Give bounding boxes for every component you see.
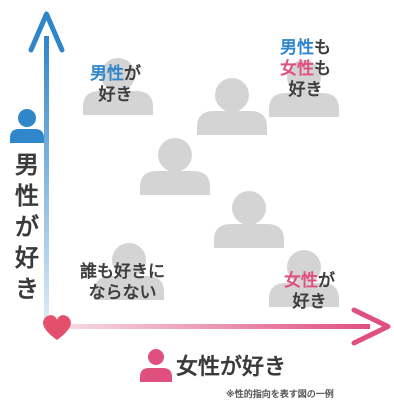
y-axis-label: 男性が好き [12,150,42,305]
label-likes-women-particle: が [318,271,335,291]
label-likes-both-men: 男性 [280,38,314,58]
label-likes-nobody-line1: 誰も好きに [80,262,165,282]
label-likes-men-like: 好き [98,85,133,105]
label-likes-men-gender: 男性 [90,64,124,84]
label-likes-both-mo2: も [314,59,331,79]
label-likes-women: 女性が 好き [284,271,335,313]
x-axis-arrow [351,307,391,346]
label-likes-both-women: 女性 [280,59,314,79]
x-axis-label: 女性が好き [176,355,287,380]
label-likes-both-mo1: も [314,38,331,58]
label-likes-men: 男性が 好き [90,64,141,106]
person-icon-middle [140,138,210,195]
label-likes-nobody: 誰も好きに ならない [80,262,165,304]
y-axis-label-char: き [15,275,39,303]
x-axis-line [62,324,370,329]
label-likes-both: 男性も 女性も 好き [280,38,331,101]
heart-icon [43,315,71,340]
y-axis-line [44,36,49,319]
person-icon-lower-middle [214,191,284,248]
male-person-icon [10,109,44,143]
y-axis-label-char: が [15,213,39,241]
label-likes-nobody-line2: ならない [88,283,157,303]
label-likes-women-gender: 女性 [284,271,318,291]
female-person-icon [140,349,172,382]
label-likes-women-like: 好き [292,292,327,312]
person-icon-upper-middle [197,78,267,135]
y-axis-label-char: 好 [15,244,39,272]
caption: ※性的指向を表す図の一例 [226,390,334,400]
y-axis-label-char: 性 [15,182,39,210]
label-likes-both-like: 好き [288,80,323,100]
y-axis-arrow [28,11,65,53]
label-likes-men-particle: が [124,64,141,84]
y-axis-label-char: 男 [15,151,39,179]
